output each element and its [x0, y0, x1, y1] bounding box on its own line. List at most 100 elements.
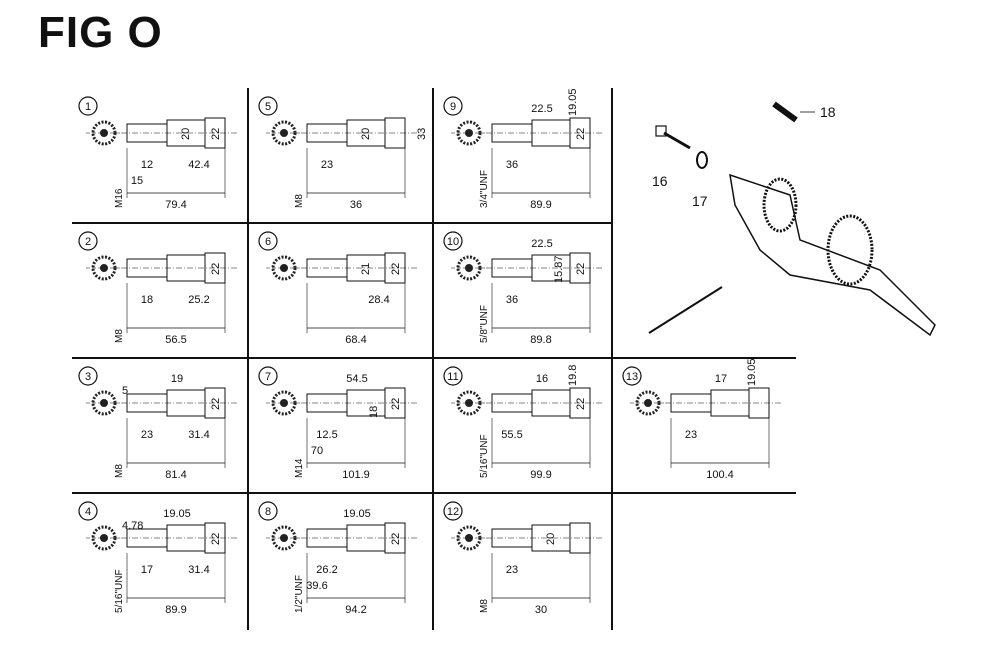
cell-number-circle — [258, 501, 278, 521]
dim-a: 36 — [506, 294, 518, 306]
thread-label: M8 — [114, 464, 125, 478]
dim-b: 15 — [131, 175, 143, 187]
thread-label: M14 — [294, 458, 305, 478]
cell-number: 7 — [265, 371, 271, 383]
end-view-gear — [271, 120, 297, 146]
dim-top2: 19.05 — [746, 358, 758, 386]
dim-h1: 20 — [360, 128, 372, 140]
dim-h2: 22 — [575, 263, 587, 275]
cell-number-circle — [258, 366, 278, 386]
cell-10: 10 89.8 36 22 22.515.87 5/8"UNF — [443, 231, 604, 346]
dim-top: 54.5 — [346, 373, 367, 385]
dim-top: 22.5 — [531, 238, 552, 250]
cell-number: 6 — [265, 236, 271, 248]
end-view-gear — [91, 390, 117, 416]
dim-top: 17 — [715, 373, 727, 385]
dim-top2: 19.05 — [567, 88, 579, 116]
dim-top2: 19.8 — [567, 365, 579, 386]
dim-h3: 33 — [416, 128, 428, 140]
thread-label: 5/16"UNF — [479, 434, 490, 478]
dim-h2: 22 — [210, 128, 222, 140]
dim-c: 31.4 — [188, 564, 209, 576]
cell-number: 10 — [447, 236, 459, 248]
dim-mid: 15.87 — [553, 255, 565, 283]
part-number-17: 17 — [692, 193, 708, 209]
cell-number-circle — [78, 366, 98, 386]
cell-number-circle — [443, 366, 463, 386]
dim-total: 101.9 — [342, 469, 370, 481]
dim-c: 42.4 — [188, 159, 209, 171]
thread-label: M8 — [479, 599, 490, 613]
dim-total: 94.2 — [345, 604, 366, 616]
cell-number: 12 — [447, 506, 459, 518]
dim-h2: 22 — [210, 533, 222, 545]
dim-top: 16 — [536, 373, 548, 385]
bolt-head — [655, 125, 667, 137]
end-view-gear — [456, 525, 482, 551]
cell-number-circle — [258, 231, 278, 251]
dim-h2: 22 — [390, 263, 402, 275]
dim-a: 12.5 — [316, 429, 337, 441]
dim-top: 19 — [171, 373, 183, 385]
dim-b: 39.6 — [306, 580, 327, 592]
cell-number: 8 — [265, 506, 271, 518]
dim-left: 5 — [122, 385, 128, 397]
cell-number: 11 — [447, 371, 458, 383]
end-view-gear — [271, 255, 297, 281]
cell-number-circle — [78, 96, 98, 116]
leader-line — [648, 286, 723, 334]
end-view-gear — [271, 390, 297, 416]
dim-total: 79.4 — [165, 199, 186, 211]
dim-a: 55.5 — [501, 429, 522, 441]
dim-a: 23 — [141, 429, 153, 441]
cell-number: 9 — [450, 101, 456, 113]
bolt-shank — [663, 131, 691, 150]
pin — [772, 101, 798, 123]
cell-number-circle — [443, 96, 463, 116]
part-number-16: 16 — [652, 173, 668, 189]
thread-label: 3/4"UNF — [479, 170, 490, 208]
dim-h2: 22 — [210, 263, 222, 275]
crank-gear — [762, 177, 798, 233]
dim-a: 26.2 — [316, 564, 337, 576]
cell-number: 5 — [265, 101, 271, 113]
thread-label: M8 — [114, 329, 125, 343]
dim-b: 70 — [311, 445, 323, 457]
dim-h2: 22 — [575, 398, 587, 410]
dim-top: 19.05 — [163, 508, 191, 520]
thread-label: M16 — [114, 188, 125, 208]
cell-number: 1 — [85, 101, 91, 113]
cell-number: 2 — [85, 236, 91, 248]
dim-total: 99.9 — [530, 469, 551, 481]
dim-top: 19.05 — [343, 508, 371, 520]
dim-total: 81.4 — [165, 469, 186, 481]
thread-label: 5/8"UNF — [479, 305, 490, 343]
cell-number: 13 — [626, 371, 638, 383]
dim-c: 28.4 — [368, 294, 389, 306]
crankshaft — [729, 173, 936, 337]
dim-a: 36 — [506, 159, 518, 171]
dim-total: 89.8 — [530, 334, 551, 346]
end-view-gear — [91, 525, 117, 551]
end-view-gear — [271, 525, 297, 551]
dim-h1: 21 — [360, 263, 372, 275]
dim-h1: 20 — [180, 128, 192, 140]
dim-top: 22.5 — [531, 103, 552, 115]
cell-number-circle — [443, 501, 463, 521]
thread-label: 1/2"UNF — [294, 575, 305, 613]
crank-counterweight — [826, 214, 874, 286]
dim-h1: 20 — [545, 533, 557, 545]
dim-total: 89.9 — [530, 199, 551, 211]
